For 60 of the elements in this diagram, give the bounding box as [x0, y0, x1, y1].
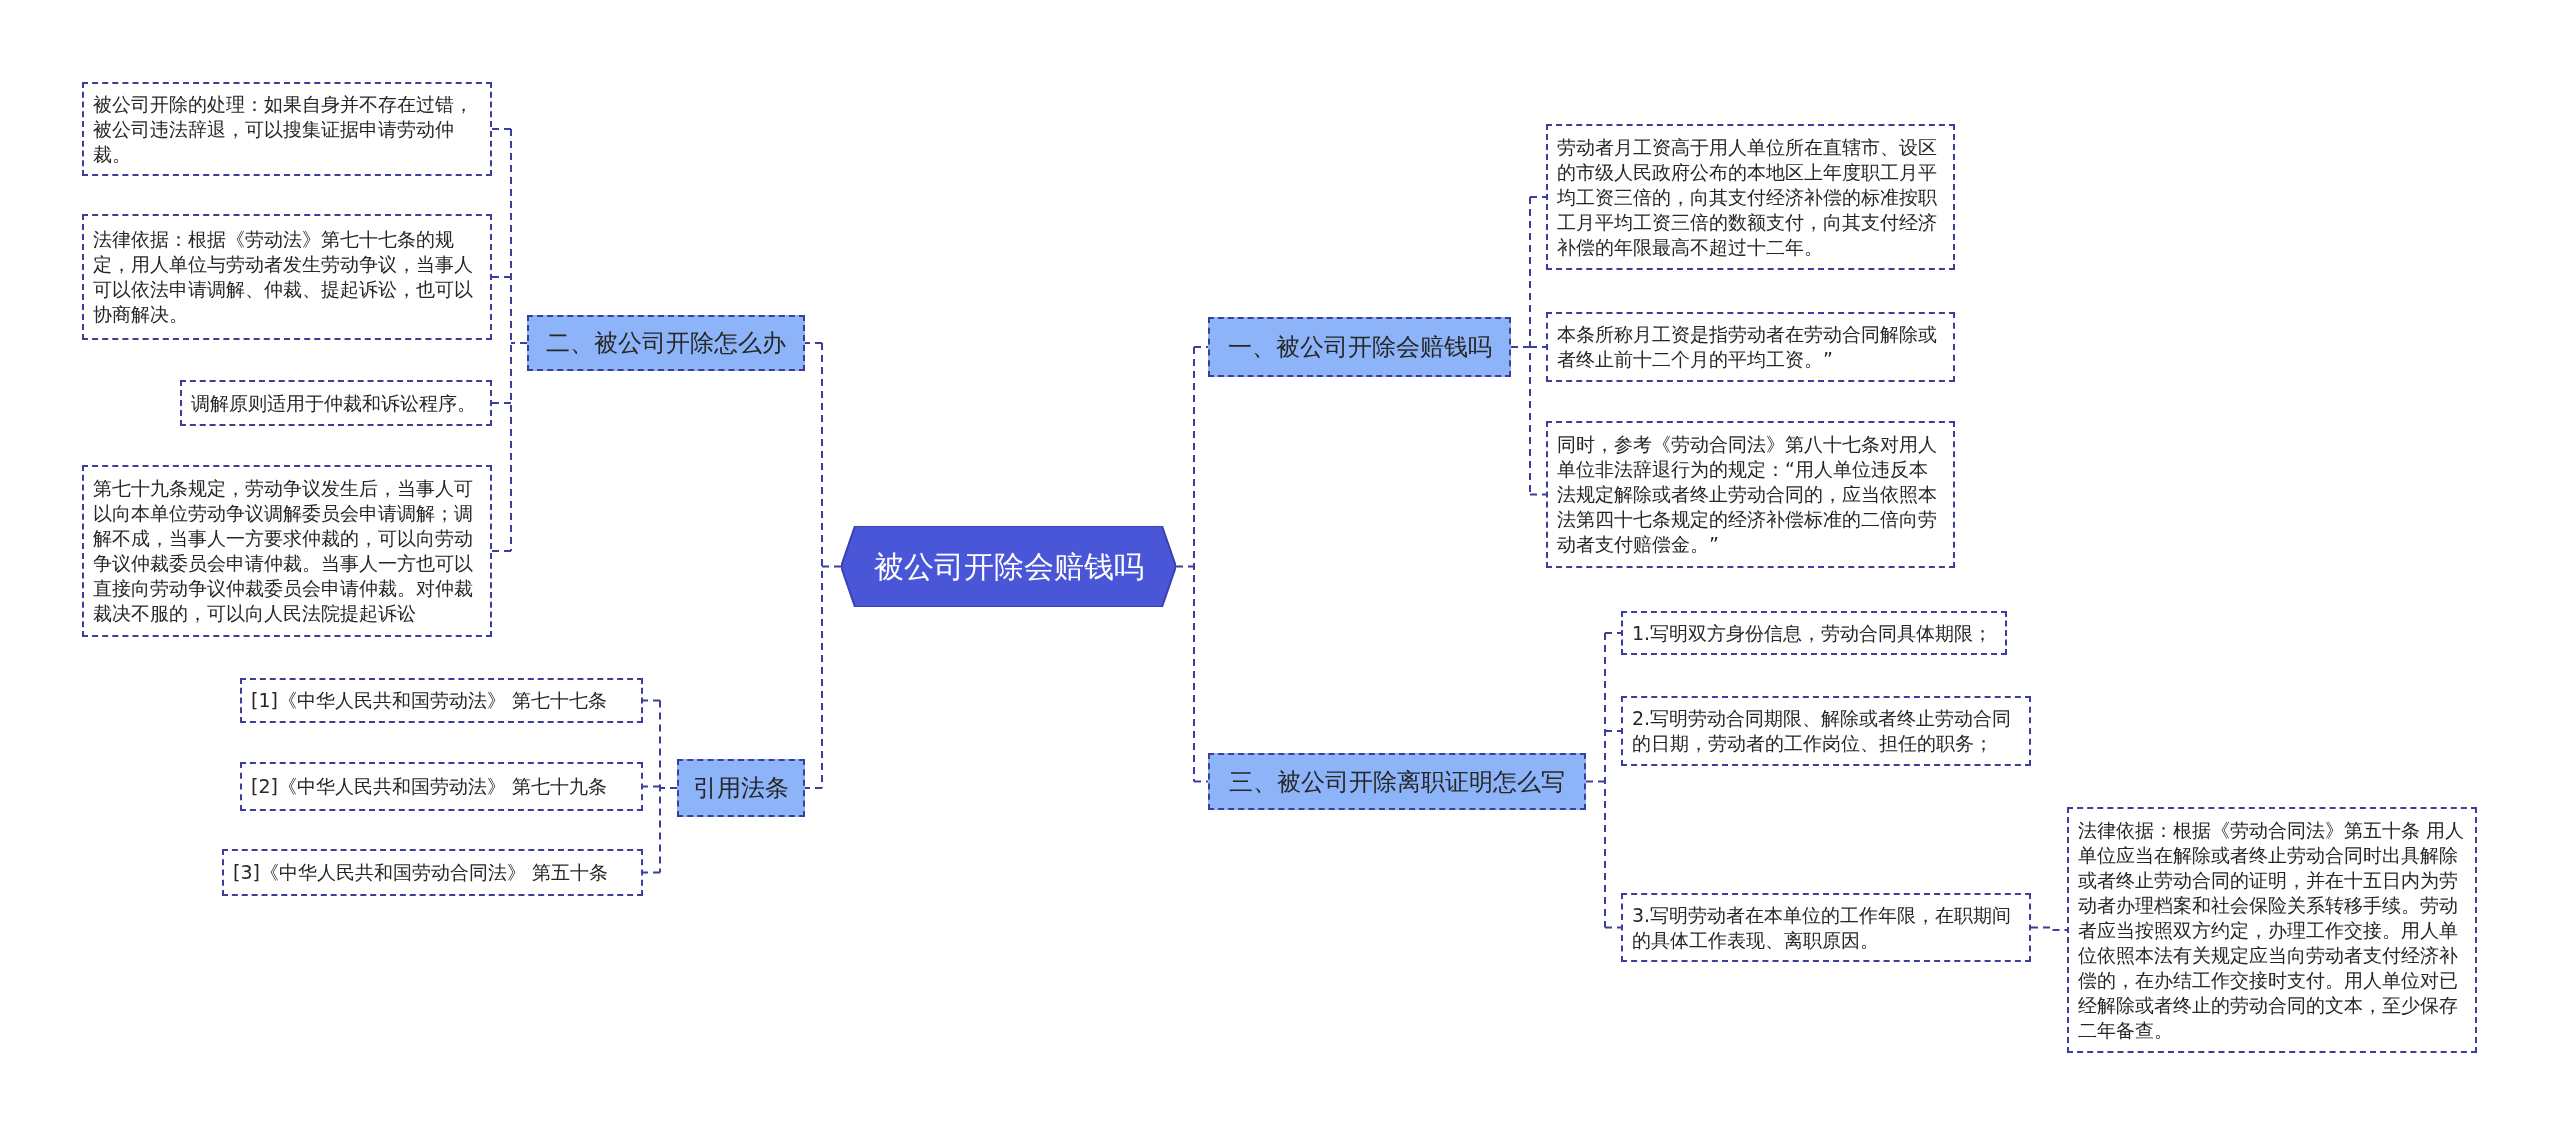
connector-line [1175, 346, 1195, 783]
connector-line [659, 699, 678, 874]
connector-line [1585, 632, 1606, 929]
note-box [82, 82, 492, 176]
note-box [1621, 696, 2031, 766]
connector-line [491, 550, 512, 552]
connector-line [1193, 780, 1209, 783]
topic-box [1208, 753, 1586, 810]
connector-line [510, 128, 528, 552]
connector-line [642, 785, 661, 788]
note-text: 劳动者月工资高于用人单位所在直辖市、设区的市级人民政府公布的本地区上年度职工月平均工资三倍的，向其支付经济补偿的标准按职工月平均工资三倍的数额支付，向其支付经济补偿的年限最高不超过十二年。 [1557, 134, 1938, 260]
note-text: 3.写明劳动者在本单位的工作年限，在职期间的具体工作表现、离职原因。 [1632, 902, 2013, 953]
note-text: 法律依据：根据《劳动法》第七十七条的规定，用人单位与劳动者发生劳动争议，当事人可以依法申请调解、仲裁、提起诉讼，也可以协商解决。 [93, 227, 474, 327]
connector-line [1193, 346, 1209, 348]
topic-title: 被公司开除会赔钱吗 [873, 548, 1144, 585]
hexagon-node [841, 526, 1176, 607]
note-box [82, 465, 492, 637]
note-text: 2.写明劳动合同期限、解除或者终止劳动合同的日期，劳动者的工作岗位、担任的职务； [1632, 706, 2013, 756]
note-box [82, 214, 492, 340]
connector-line [1529, 346, 1547, 348]
note-box [240, 678, 643, 723]
note-box [1546, 124, 1955, 270]
connector-line [804, 787, 823, 789]
note-text: 调解原则适用于仲裁和诉讼程序。 [191, 390, 477, 416]
note-box [240, 762, 643, 811]
note-text: [2]《中华人民共和国劳动法》 第七十九条 [251, 774, 608, 799]
connector-line [642, 699, 661, 702]
connector-line [491, 128, 512, 130]
note-text: 同时，参考《劳动合同法》第八十七条对用人单位非法辞退行为的规定：“用人单位违反本法规定解除或者终止劳动合同的，应当依照本法第四十七条规定的经济补偿标准的二倍向劳动者支付赔偿金。” [1557, 432, 1938, 557]
note-text: 本条所称月工资是指劳动者在劳动合同解除或者终止前十二个月的平均工资。” [1557, 322, 1938, 372]
connector-line [804, 342, 823, 344]
note-text: [3]《中华人民共和国劳动合同法》 第五十条 [233, 860, 609, 885]
connector-line [491, 276, 512, 278]
topic-box [527, 315, 805, 371]
topic-box [677, 759, 805, 817]
topic-box [1208, 317, 1511, 377]
topic-text: 一、被公司开除会赔钱吗 [1227, 332, 1492, 362]
connector-line [1529, 196, 1547, 198]
topic-text: 引用法条 [693, 773, 789, 803]
connector-line [491, 402, 512, 404]
note-box [1621, 893, 2031, 962]
connector-line [642, 871, 661, 874]
note-text: 第七十九条规定，劳动争议发生后，当事人可以向本单位劳动争议调解委员会申请调解；调解不成，当事人一方要求仲裁的，可以向劳动争议仲裁委员会申请仲裁。当事人一方也可以直接向劳动争议仲裁委员会申请仲裁。对仲裁裁决不服的，可以向人民法院提起诉讼 [93, 476, 474, 626]
note-text: 法律依据：根据《劳动合同法》第五十条 用人单位应当在解除或者终止劳动合同时出具解除或者终止劳动合同的证明，并在十五日内为劳动者办理档案和社会保险关系转移手续。劳动者应当按照双方约定，办理工作交接。用人单位依照本法有关规定应当向劳动者支付经济补偿的，在办结工作交接时支付。用人单位对已经解除或者终止的劳动合同的文本，至少保存二年备查。 [2078, 817, 2466, 1043]
connector-line [1604, 926, 1622, 929]
connector-line [821, 342, 842, 789]
note-box [180, 380, 492, 426]
topic-text: 二、被公司开除怎么办 [546, 328, 786, 358]
note-text: [1]《中华人民共和国劳动法》 第七十七条 [251, 688, 608, 713]
note-text: 被公司开除的处理：如果自身并不存在过错，被公司违法辞退，可以搜集证据申请劳动仲裁。 [93, 91, 474, 167]
connector-line [1529, 493, 1547, 496]
note-box [222, 849, 643, 896]
note-text: 1.写明双方身份信息，劳动合同具体期限； [1632, 620, 1994, 646]
connector-line [1604, 730, 1622, 732]
note-box [1546, 421, 1955, 568]
connector-line [2030, 926, 2068, 931]
note-box [1546, 312, 1955, 382]
topic-text: 三、被公司开除离职证明怎么写 [1229, 766, 1565, 797]
connector-line [1604, 632, 1622, 634]
note-box [1621, 611, 2007, 655]
